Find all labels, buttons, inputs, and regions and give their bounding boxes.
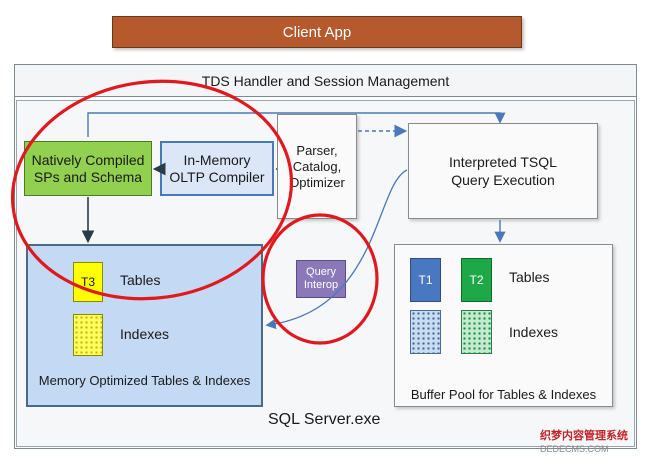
watermark-line1: 织梦内容管理系统	[540, 430, 628, 442]
oltp-compiler-box: In-Memory OLTP Compiler	[160, 141, 274, 196]
client-app-label: Client App	[282, 23, 352, 41]
query-interop-box: Query Interop	[296, 260, 346, 298]
interpreted-line1: Interpreted TSQL	[449, 154, 557, 170]
memory-tables-label: Tables	[120, 272, 161, 288]
oltp-compiler-line2: OLTP Compiler	[169, 168, 265, 185]
sql-server-exe-label: SQL Server.exe	[268, 411, 381, 428]
client-app-box: Client App	[112, 16, 522, 48]
watermark: 织梦内容管理系统 DEDECMS.COM	[540, 430, 648, 456]
natively-compiled-line2: SPs and Schema	[33, 168, 143, 185]
t1-index-icon	[410, 310, 441, 354]
buffer-pool-caption: Buffer Pool for Tables & Indexes	[410, 387, 597, 402]
query-interop-line1: Query	[306, 266, 336, 278]
memory-index-icon	[73, 314, 103, 356]
oltp-compiler-line1: In-Memory	[183, 151, 251, 168]
t1-table-icon: T1	[410, 258, 441, 302]
memory-indexes-label: Indexes	[120, 326, 170, 342]
interpreted-line2: Query Execution	[451, 172, 555, 188]
tds-handler-bar: TDS Handler and Session Management	[14, 64, 637, 97]
natively-compiled-line1: Natively Compiled	[31, 151, 145, 168]
buffer-pool-tables-label: Tables	[509, 269, 550, 285]
parser-line3: Optimizer	[289, 174, 345, 190]
tds-handler-label: TDS Handler and Session Management	[201, 72, 450, 89]
memory-optimized-caption: Memory Optimized Tables & Indexes	[38, 373, 251, 388]
query-interop-line2: Interop	[303, 279, 339, 291]
interpreted-tsql-box: Interpreted TSQL Query Execution	[408, 123, 598, 219]
t1-label: T1	[418, 273, 433, 287]
natively-compiled-box: Natively Compiled SPs and Schema	[24, 141, 152, 196]
t2-table-icon: T2	[461, 258, 492, 302]
buffer-pool-indexes-label: Indexes	[509, 324, 559, 340]
watermark-line2: DEDECMS.COM	[540, 444, 609, 454]
t2-label: T2	[469, 273, 484, 287]
parser-line2: Catalog,	[292, 158, 342, 174]
parser-box: Parser, Catalog, Optimizer	[277, 114, 357, 219]
parser-line1: Parser,	[296, 142, 338, 158]
t2-index-icon	[461, 310, 492, 354]
t3-label: T3	[80, 275, 95, 289]
t3-table-icon: T3	[73, 262, 103, 302]
